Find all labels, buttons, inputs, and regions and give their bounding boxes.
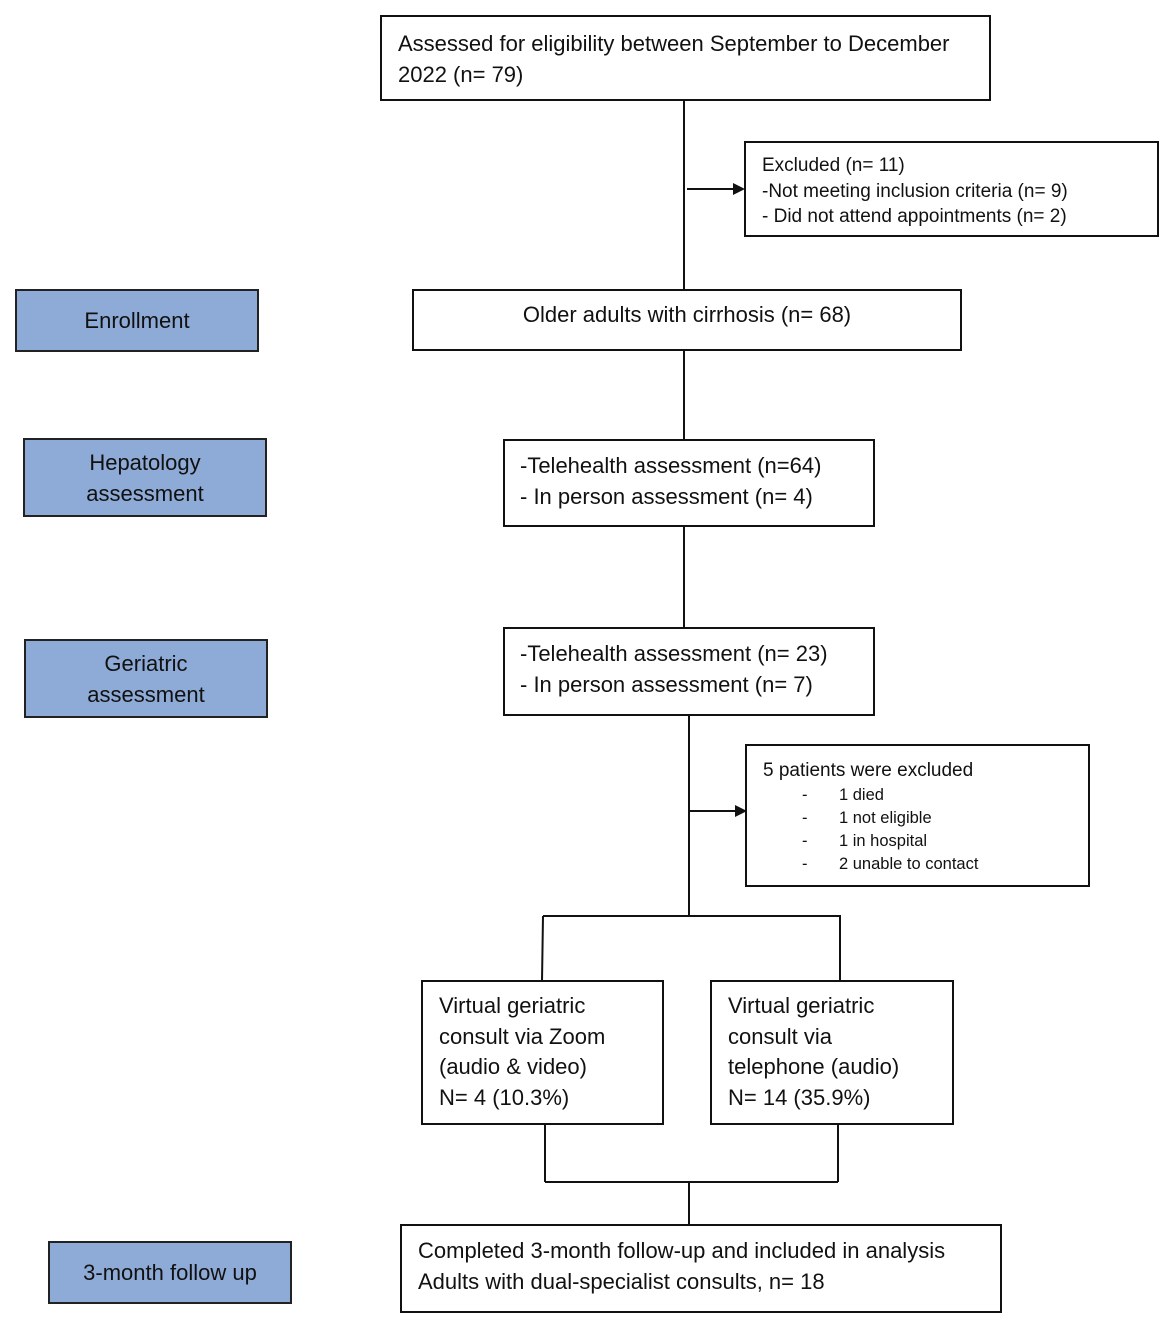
stage-enrollment: Enrollment xyxy=(15,289,259,352)
excluded-second-title: 5 patients were excluded xyxy=(763,760,974,781)
stage-hepatology-line-2: assessment xyxy=(86,480,204,506)
completed-line-2: Adults with dual-specialist consults, n=… xyxy=(418,1268,825,1294)
excluded-reason-text: 1 died xyxy=(839,785,884,804)
excluded-first-box: Excluded (n= 11) -Not meeting inclusion … xyxy=(744,141,1159,237)
stage-hepatology-line-1: Hepatology xyxy=(89,449,201,475)
excluded-reason-bullet: - xyxy=(802,785,808,804)
zoom-consult-box: Virtual geriatric consult via Zoom (audi… xyxy=(421,980,664,1125)
excluded-reason-died: - 1 died xyxy=(763,784,1088,807)
stage-geriatric-text: Geriatric assessment xyxy=(87,648,204,710)
geriatric-telehealth: -Telehealth assessment (n= 23) xyxy=(520,641,828,666)
excluded-reason-in-hospital: - 1 in hospital xyxy=(763,830,1088,853)
excluded-reason-text: 1 in hospital xyxy=(839,831,928,850)
stage-follow-up-label: 3-month follow up xyxy=(83,1260,257,1285)
excluded-reason-not-eligible: - 1 not eligible xyxy=(763,807,1088,830)
excluded-second-box: 5 patients were excluded - 1 died - 1 no… xyxy=(745,744,1090,887)
completed-line-1: Completed 3-month follow-up and included… xyxy=(418,1238,946,1263)
excluded-first-line-3: - Did not attend appointments (n= 2) xyxy=(762,206,1067,227)
telephone-consult-count: N= 14 (35.9%) xyxy=(728,1084,871,1110)
excluded-reason-bullet: - xyxy=(802,831,808,850)
excluded-first-line-2: -Not meeting inclusion criteria (n= 9) xyxy=(762,180,1068,202)
excluded-first-line-1: Excluded (n= 11) xyxy=(762,155,905,176)
connector-split-left xyxy=(541,915,544,982)
stage-geriatric: Geriatric assessment xyxy=(24,639,268,718)
assessed-box: Assessed for eligibility between Septemb… xyxy=(380,15,991,101)
excluded-reason-bullet: - xyxy=(802,808,808,827)
stage-geriatric-line-1: Geriatric xyxy=(104,650,188,676)
zoom-consult-line-1: Virtual geriatric xyxy=(439,993,586,1018)
stage-hepatology-text: Hepatology assessment xyxy=(86,447,203,509)
excluded-reason-text: 2 unable to contact xyxy=(839,854,979,873)
assessed-line-2: 2022 (n= 79) xyxy=(398,61,524,87)
stage-follow-up: 3-month follow up xyxy=(48,1241,292,1304)
telephone-consult-line-3: telephone (audio) xyxy=(728,1054,900,1079)
arrowhead-excluded-second xyxy=(735,805,747,817)
telephone-consult-box: Virtual geriatric consult via telephone … xyxy=(710,980,954,1125)
excluded-reason-bullet: - xyxy=(802,854,808,873)
enrolled-label: Older adults with cirrhosis (n= 68) xyxy=(522,301,852,327)
zoom-consult-count: N= 4 (10.3%) xyxy=(439,1084,570,1110)
stage-hepatology: Hepatology assessment xyxy=(23,438,267,517)
completed-box: Completed 3-month follow-up and included… xyxy=(400,1224,1002,1313)
excluded-reason-text: 1 not eligible xyxy=(839,808,932,827)
telephone-consult-line-1: Virtual geriatric xyxy=(728,993,875,1018)
geriatric-assessment-box: -Telehealth assessment (n= 23) - In pers… xyxy=(503,627,875,716)
geriatric-in-person: - In person assessment (n= 7) xyxy=(520,671,813,697)
hepatology-telehealth: -Telehealth assessment (n=64) xyxy=(520,453,822,478)
zoom-consult-line-3: (audio & video) xyxy=(439,1054,587,1079)
telephone-consult-line-2: consult via xyxy=(728,1023,832,1049)
hepatology-assessment-box: -Telehealth assessment (n=64) - In perso… xyxy=(503,439,875,527)
zoom-consult-line-2: consult via Zoom xyxy=(439,1023,606,1049)
stage-geriatric-line-2: assessment xyxy=(87,681,205,707)
arrowhead-excluded-first xyxy=(733,183,745,195)
excluded-reason-unable-to-contact: - 2 unable to contact xyxy=(763,853,1088,876)
enrolled-box: Older adults with cirrhosis (n= 68) xyxy=(412,289,962,351)
assessed-line-1: Assessed for eligibility between Septemb… xyxy=(398,31,950,56)
hepatology-in-person: - In person assessment (n= 4) xyxy=(520,483,813,509)
stage-enrollment-label: Enrollment xyxy=(84,308,190,333)
